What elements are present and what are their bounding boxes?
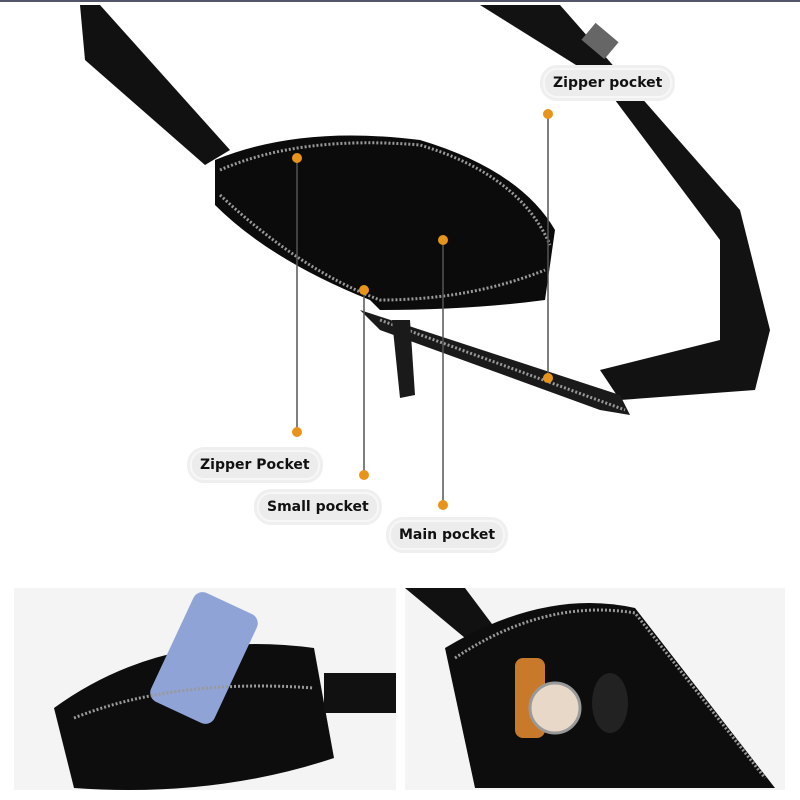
left-strap [80,5,230,165]
photo-phone-in-pocket [14,588,396,790]
zipper-top [219,141,552,246]
label-small-pocket: Small pocket [257,492,379,522]
zipper-pull [392,320,415,398]
car-key [592,673,628,733]
label-zipper-pocket-left: Zipper Pocket [190,450,320,480]
bag-body [215,135,555,310]
front-pocket [360,310,630,415]
zipper-front [379,318,626,412]
label-main-pocket: Main pocket [389,520,506,550]
photo-watch-in-pocket [405,588,785,790]
zipper-main [218,193,546,302]
top-border [0,0,800,2]
phone [150,592,258,724]
strap-buckle [581,22,619,60]
watch-face [528,681,582,735]
marker-dots [292,109,553,510]
label-zipper-pocket-top: Zipper pocket [543,68,673,98]
